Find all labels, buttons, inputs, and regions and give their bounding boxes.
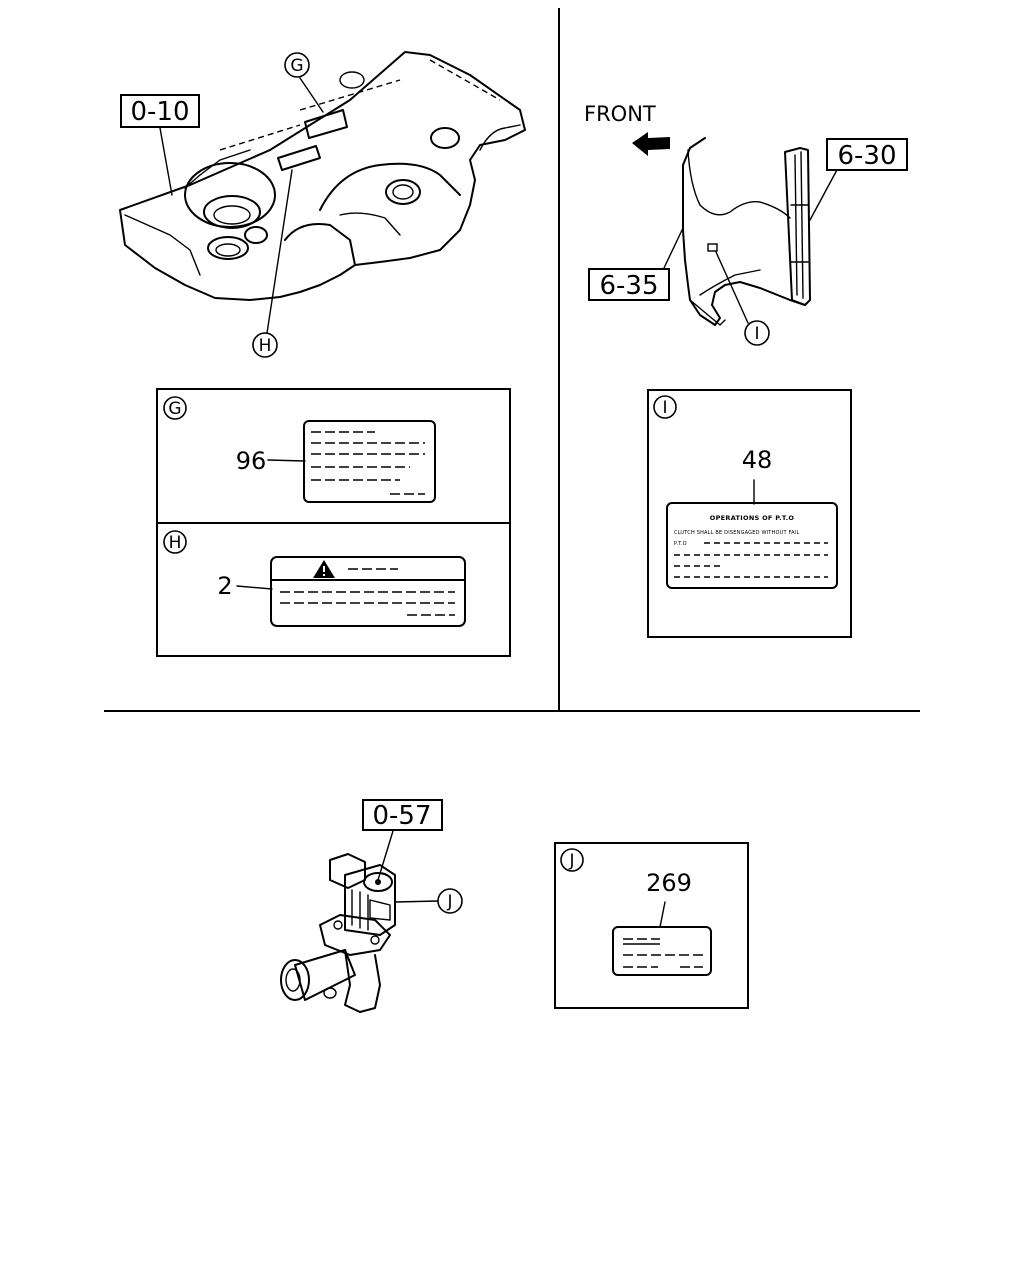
decal-48-pto: OPERATIONS OF P.T.O CLUTCH SHALL BE DISE… bbox=[666, 502, 838, 589]
label-2: 2 bbox=[217, 572, 232, 600]
ref-0-10-label: 0-10 bbox=[130, 97, 189, 127]
detail-box-j: J 269 bbox=[554, 842, 749, 1009]
callout-g-drawing: G bbox=[284, 52, 310, 78]
panel-drawing bbox=[663, 137, 839, 326]
detail-j-letter: J bbox=[568, 851, 574, 871]
callout-j-drawing: J bbox=[437, 888, 463, 914]
detail-h-letter: H bbox=[169, 533, 182, 553]
callout-h-letter: H bbox=[259, 336, 272, 356]
housing-drawing bbox=[119, 51, 526, 334]
decal-2-warning bbox=[270, 556, 466, 627]
detail-box-i: I 48 OPERATIONS OF P.T.O CLUTCH SHALL BE… bbox=[647, 389, 852, 638]
front-indicator: FRONT bbox=[584, 102, 670, 156]
callout-j-letter: J bbox=[446, 892, 452, 912]
detail-i-letter: I bbox=[662, 398, 667, 418]
label-96: 96 bbox=[236, 447, 267, 475]
callout-i-drawing: I bbox=[744, 320, 770, 346]
decal-48-line1: CLUTCH SHALL BE DISENGAGED WITHOUT FAIL bbox=[674, 530, 799, 536]
ref-6-35-label: 6-35 bbox=[599, 271, 658, 301]
front-label: FRONT bbox=[584, 102, 656, 126]
detail-box-g-h: G 96 H 2 bbox=[156, 388, 511, 657]
detail-g-letter: G bbox=[168, 399, 181, 419]
front-arrow-icon bbox=[632, 132, 670, 156]
ref-0-57-label: 0-57 bbox=[372, 801, 431, 831]
ref-0-57: 0-57 bbox=[362, 799, 443, 831]
ref-6-35: 6-35 bbox=[588, 268, 670, 301]
callout-h-drawing: H bbox=[252, 332, 278, 358]
ref-6-30: 6-30 bbox=[826, 138, 908, 171]
decal-96 bbox=[303, 420, 436, 503]
valve-drawing bbox=[280, 830, 439, 1013]
ref-0-10: 0-10 bbox=[120, 94, 200, 128]
ref-6-30-label: 6-30 bbox=[837, 141, 896, 171]
label-48: 48 bbox=[742, 446, 773, 474]
decal-48-title: OPERATIONS OF P.T.O bbox=[710, 514, 795, 522]
label-269: 269 bbox=[646, 869, 692, 897]
callout-g-letter: G bbox=[290, 56, 303, 76]
callout-i-letter: I bbox=[754, 324, 759, 344]
decal-269 bbox=[612, 926, 712, 976]
decal-48-line2: P.T.O bbox=[674, 541, 687, 547]
